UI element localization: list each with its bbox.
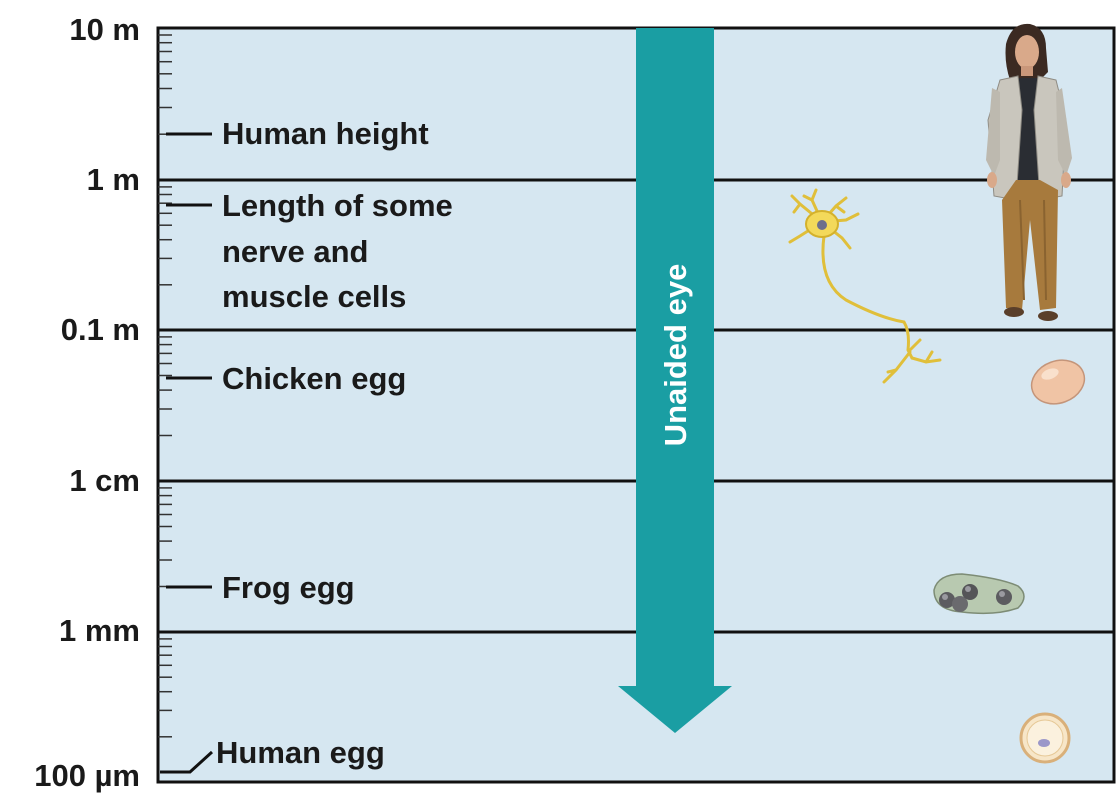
scale-label-1mm: 1 mm: [59, 613, 140, 648]
label-nerve-cells-line1: Length of some: [222, 188, 453, 223]
scale-label-1m: 1 m: [87, 162, 140, 197]
scale-label-1cm: 1 cm: [69, 463, 140, 498]
label-nerve-cells-line3: muscle cells: [222, 279, 406, 314]
scale-label-10m: 10 m: [69, 12, 140, 47]
label-chicken-egg: Chicken egg: [222, 361, 406, 396]
scale-label-100um: 100 µm: [34, 758, 140, 793]
scale-labels: 10 m 1 m 0.1 m 1 cm 1 mm 100 µm: [34, 12, 140, 793]
label-human-egg: Human egg: [216, 735, 385, 770]
label-frog-egg: Frog egg: [222, 570, 355, 605]
label-human-height: Human height: [222, 116, 429, 151]
scale-label-0.1m: 0.1 m: [61, 312, 140, 347]
label-nerve-cells-line2: nerve and: [222, 234, 368, 269]
arrow-label: Unaided eye: [658, 264, 693, 447]
human-egg-icon: [1021, 714, 1069, 762]
